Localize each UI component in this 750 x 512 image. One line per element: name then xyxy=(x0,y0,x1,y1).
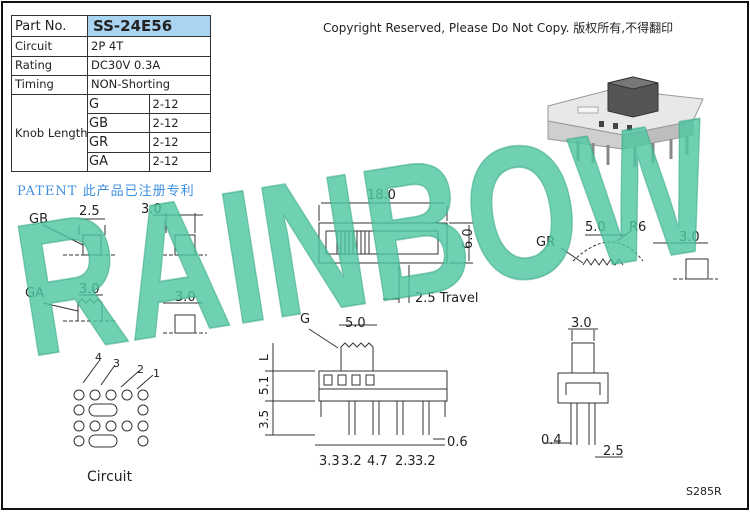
spec-row-rating: Rating DC30V 0.3A xyxy=(11,55,211,76)
side-width: 3.0 xyxy=(571,316,592,331)
side-pin: 0.4 xyxy=(541,433,562,448)
gb-side: 3.0 xyxy=(141,202,162,217)
travel-dim: 2.5 Travel xyxy=(415,291,478,306)
h-5-1: 5.1 xyxy=(257,376,271,395)
l-label: L xyxy=(257,354,271,361)
copyright-notice: Copyright Reserved, Please Do Not Copy. … xyxy=(323,21,674,35)
knob-ga-detail xyxy=(42,294,207,334)
knob-row-ga: GA 2-12 xyxy=(12,151,211,173)
spec-row-circuit: Circuit 2P 4T xyxy=(11,36,211,57)
g-width: 5.0 xyxy=(345,316,366,331)
circuit-num-1: 1 xyxy=(153,367,160,380)
gb-label: GB xyxy=(29,212,48,227)
bottom-dim-5: 3.2 xyxy=(415,454,436,469)
dimension-labels: GB 2.5 3.0 GA 3.0 3.0 18.0 6.0 2.5 Trave… xyxy=(25,188,700,485)
knob-length-label: Knob Length xyxy=(11,94,88,172)
circuit-num-4: 4 xyxy=(95,351,102,364)
spec-value-rating: DC30V 0.3A xyxy=(87,55,211,76)
spec-row-part: Part No. SS-24E56 xyxy=(11,14,211,38)
spec-label-rating: Rating xyxy=(11,55,88,76)
spec-label-timing: Timing xyxy=(11,74,88,96)
knob-value-ga: 2-12 xyxy=(148,151,211,173)
knob-gb-detail xyxy=(42,213,207,256)
circuit-diagram xyxy=(73,360,154,448)
gr-side: 3.0 xyxy=(679,230,700,245)
circuit-num-2: 2 xyxy=(137,363,144,376)
ga-side: 3.0 xyxy=(175,290,196,305)
top-length: 18.0 xyxy=(367,188,396,203)
knob-row-gr: GR 2-12 xyxy=(12,132,211,153)
part-no-label: Part No. xyxy=(11,14,88,38)
pin-width: 0.6 xyxy=(447,435,468,450)
spec-value-circuit: 2P 4T xyxy=(87,36,211,57)
ga-width: 3.0 xyxy=(79,282,100,297)
circuit-num-3: 3 xyxy=(113,357,120,370)
side-view xyxy=(543,328,623,458)
bottom-dim-4: 2.3 xyxy=(395,454,416,469)
h-3-5: 3.5 xyxy=(257,410,271,429)
gr-radius: R6 xyxy=(629,220,646,235)
bottom-dim-2: 3.2 xyxy=(341,454,362,469)
top-height: 6.0 xyxy=(461,228,476,249)
top-view xyxy=(318,202,473,303)
technical-drawing: GB 2.5 3.0 GA 3.0 3.0 18.0 6.0 2.5 Trave… xyxy=(25,76,718,485)
model-code: S285R xyxy=(686,485,722,498)
circuit-label: Circuit xyxy=(87,469,133,485)
gr-width: 5.0 xyxy=(585,220,606,235)
knob-code-ga: GA xyxy=(87,151,150,173)
part-no-value: SS-24E56 xyxy=(87,14,211,38)
bottom-dim-3: 4.7 xyxy=(367,454,388,469)
patent-notice: PATENT 此产品已注册专利 xyxy=(17,184,195,199)
g-label: G xyxy=(300,312,310,327)
ga-label: GA xyxy=(25,286,44,301)
front-view xyxy=(265,324,448,446)
side-pitch: 2.5 xyxy=(603,444,624,459)
bottom-dim-1: 3.3 xyxy=(319,454,340,469)
knob-code-gb: GB xyxy=(87,113,150,134)
knob-gr-detail xyxy=(560,230,718,280)
knob-value-gr: 2-12 xyxy=(148,132,211,153)
gr-label: GR xyxy=(536,235,555,250)
gb-width: 2.5 xyxy=(79,204,100,219)
spec-table: Part No. SS-24E56 Circuit 2P 4T Rating D… xyxy=(11,14,211,173)
switch-3d-illustration xyxy=(547,76,704,167)
